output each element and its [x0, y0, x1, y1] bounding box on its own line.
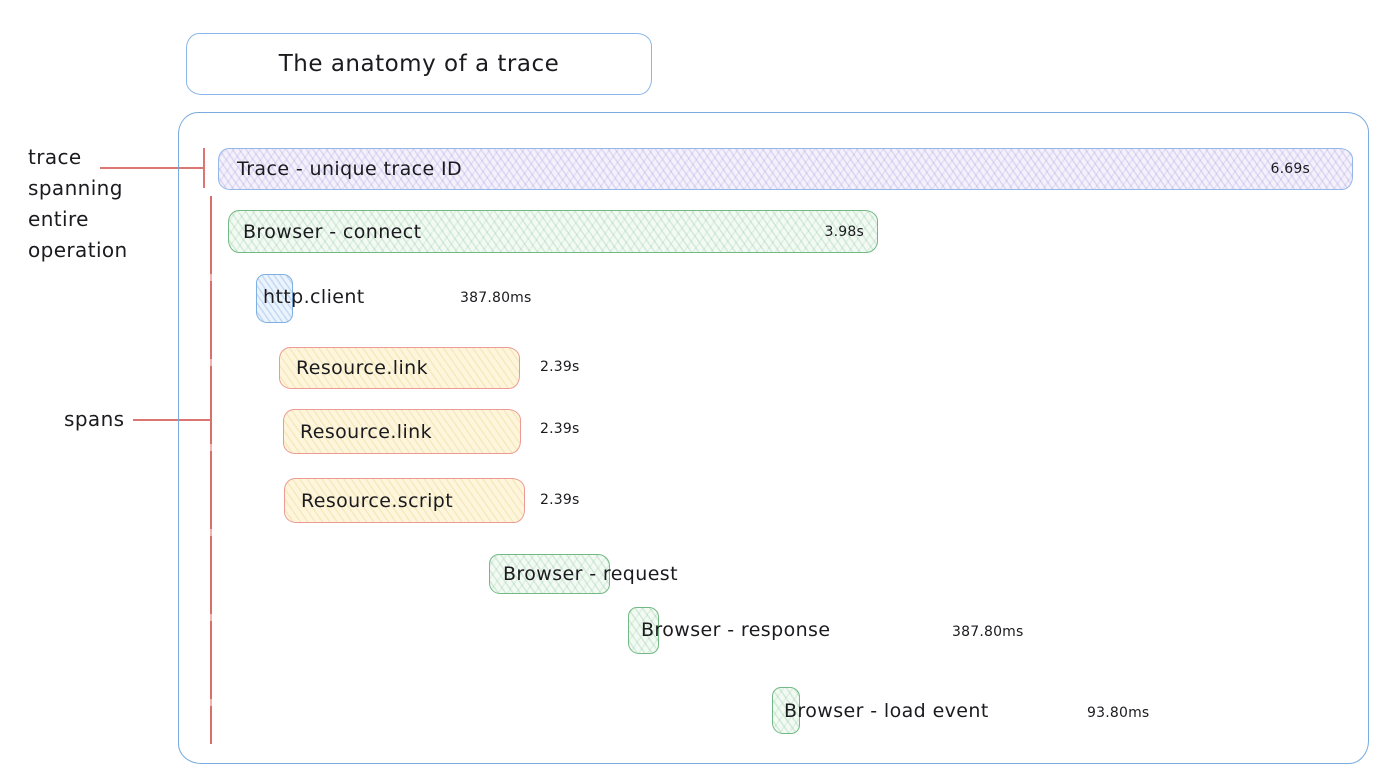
span-resource-link-2: Resource.link	[283, 409, 521, 454]
span-browser-connect: Browser - connect 3.98s	[228, 210, 878, 253]
span-browser-request-label: Browser - request	[503, 563, 678, 585]
trace-annotation: trace spanning entire operation	[28, 142, 128, 266]
span-resource-link-2-duration: 2.39s	[540, 421, 580, 437]
span-label: Resource.link	[300, 420, 432, 443]
span-browser-response-duration: 387.80ms	[952, 624, 1024, 640]
spans-annotation: spans	[64, 407, 125, 431]
trace-connector-tick	[203, 148, 205, 188]
span-label: Browser - connect	[243, 220, 422, 243]
trace-bar-duration: 6.69s	[1270, 161, 1310, 177]
span-http-client-label: http.client	[263, 286, 365, 308]
spans-connector-line	[133, 419, 212, 421]
span-browser-load-event-box	[772, 687, 800, 734]
trace-annotation-line-3: entire	[28, 207, 89, 231]
span-browser-response-box	[628, 607, 659, 654]
span-resource-script: Resource.script	[284, 478, 525, 523]
span-browser-load-event-label: Browser - load event	[784, 700, 989, 722]
trace-container-box	[178, 112, 1369, 764]
span-http-client-box	[256, 274, 293, 323]
spans-bracket-line	[210, 196, 212, 744]
trace-bar-label: Trace - unique trace ID	[237, 158, 463, 180]
span-browser-load-event-duration: 93.80ms	[1087, 705, 1150, 721]
trace-annotation-line-2: spanning	[28, 176, 123, 200]
diagram-title: The anatomy of a trace	[278, 51, 560, 77]
span-label: Resource.script	[301, 489, 454, 512]
span-label: Resource.link	[296, 357, 428, 379]
span-browser-response-label: Browser - response	[641, 619, 831, 641]
trace-annotation-line-4: operation	[28, 238, 128, 262]
span-browser-request-box	[489, 554, 610, 594]
span-resource-script-duration: 2.39s	[540, 492, 580, 508]
span-duration: 3.98s	[824, 223, 864, 240]
span-resource-link-1-duration: 2.39s	[540, 359, 580, 375]
diagram-title-box: The anatomy of a trace	[186, 33, 652, 95]
trace-connector-line	[100, 167, 204, 169]
trace-bar: Trace - unique trace ID 6.69s	[218, 148, 1353, 190]
span-resource-link-1: Resource.link	[279, 347, 520, 389]
span-http-client-duration: 387.80ms	[460, 290, 532, 306]
trace-annotation-line-1: trace	[28, 145, 82, 169]
